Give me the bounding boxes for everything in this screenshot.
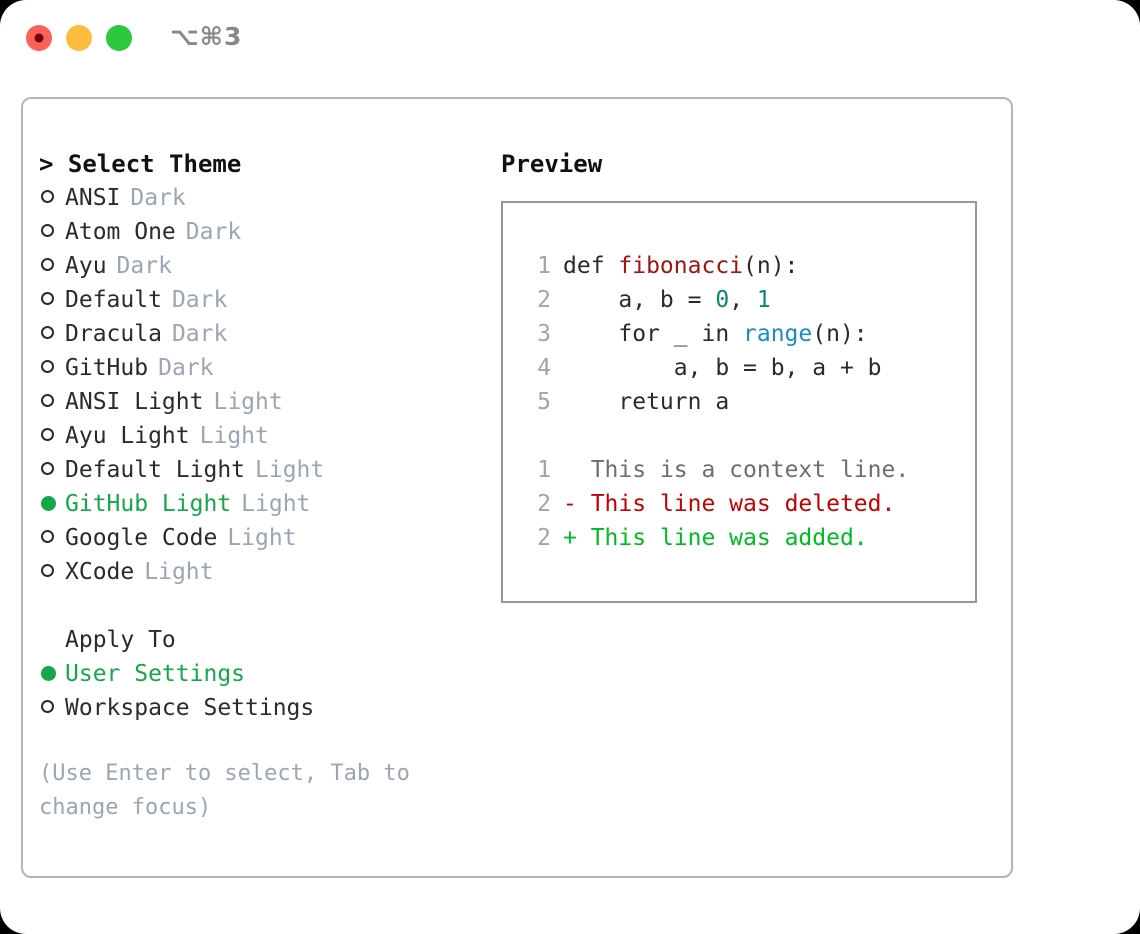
- code-line-content: for _ in range(n):: [563, 317, 868, 351]
- theme-option-label: Ayu Light: [65, 423, 190, 449]
- theme-option-default-light[interactable]: Default Light Light: [39, 453, 479, 487]
- theme-variant-label: Light: [255, 457, 325, 483]
- code-line-number: 1: [537, 253, 551, 279]
- theme-option-ayu[interactable]: Ayu Dark: [39, 249, 479, 283]
- theme-option-xcode[interactable]: XCode Light: [39, 555, 479, 589]
- diff-line-ctx: 1 This is a context line.: [521, 453, 975, 487]
- apply-to-option-workspace-settings[interactable]: Workspace Settings: [39, 691, 479, 725]
- theme-option-google-code[interactable]: Google Code Light: [39, 521, 479, 555]
- code-token: ,: [729, 287, 757, 313]
- theme-option-label: Atom One: [65, 219, 176, 245]
- theme-option-ansi-light[interactable]: ANSI Light Light: [39, 385, 479, 419]
- theme-option-dracula[interactable]: Dracula Dark: [39, 317, 479, 351]
- apply-to-option-user-settings[interactable]: User Settings: [39, 657, 479, 691]
- minimize-button-icon[interactable]: [66, 25, 92, 51]
- apply-to-option-label: User Settings: [65, 661, 246, 687]
- theme-variant-label: Dark: [130, 185, 186, 211]
- code-line-content: a, b = b, a + b: [563, 351, 882, 385]
- theme-option-label: ANSI: [65, 185, 121, 211]
- diff-line-text: This line was added.: [576, 525, 868, 551]
- diff-marker: -: [563, 491, 577, 517]
- code-token: 1: [756, 287, 771, 313]
- diff-sample: 1 This is a context line.2- This line wa…: [521, 453, 975, 555]
- theme-variant-label: Dark: [116, 253, 172, 279]
- theme-variant-label: Light: [213, 389, 283, 415]
- code-line-content: def fibonacci(n):: [563, 249, 798, 283]
- apply-to-header: Apply To: [65, 627, 176, 653]
- theme-option-ayu-light[interactable]: Ayu Light Light: [39, 419, 479, 453]
- theme-option-label: Ayu: [65, 253, 107, 279]
- code-line: 3 for _ in range(n):: [521, 317, 975, 351]
- diff-line-number: 2: [537, 525, 551, 551]
- code-line: 5 return a: [521, 385, 975, 419]
- code-token: (n):: [743, 253, 799, 279]
- theme-option-atom-one[interactable]: Atom One Dark: [39, 215, 479, 249]
- theme-option-github-light[interactable]: GitHub Light Light: [39, 487, 479, 521]
- section-spacer: [39, 589, 479, 623]
- theme-variant-label: Light: [144, 559, 214, 585]
- code-token: a, b = b, a + b: [563, 355, 882, 381]
- code-line-content: a, b = 0, 1: [563, 283, 771, 317]
- code-line-number: 3: [537, 321, 551, 347]
- diff-line-number: 1: [537, 457, 551, 483]
- keyboard-shortcut-label: ⌥⌘3: [170, 22, 243, 51]
- theme-option-label: XCode: [65, 559, 135, 585]
- code-line: 2 a, b = 0, 1: [521, 283, 975, 317]
- diff-marker: +: [563, 525, 577, 551]
- theme-option-label: Dracula: [65, 321, 162, 347]
- theme-option-label: Google Code: [65, 525, 218, 551]
- maximize-button-icon[interactable]: [106, 25, 132, 51]
- theme-variant-label: Light: [241, 491, 311, 517]
- theme-option-label: GitHub: [65, 355, 149, 381]
- select-theme-header: > Select Theme: [39, 150, 242, 178]
- code-token: def: [563, 253, 619, 279]
- code-token: for _ in: [563, 321, 744, 347]
- window-titlebar: ⌥⌘3: [0, 0, 1140, 76]
- diff-line-text: This is a context line.: [576, 457, 910, 483]
- diff-line-text: This line was deleted.: [576, 491, 896, 517]
- theme-option-ansi[interactable]: ANSI Dark: [39, 181, 479, 215]
- theme-option-label: ANSI Light: [65, 389, 204, 415]
- theme-variant-label: Dark: [158, 355, 214, 381]
- code-line-content: return a: [563, 385, 729, 419]
- theme-variant-label: Light: [227, 525, 297, 551]
- close-button-icon[interactable]: [26, 25, 52, 51]
- code-token: a, b =: [563, 287, 716, 313]
- theme-option-label: Default Light: [65, 457, 246, 483]
- theme-option-label: Default: [65, 287, 162, 313]
- code-line: 1 def fibonacci(n):: [521, 249, 975, 283]
- diff-line-del: 2- This line was deleted.: [521, 487, 975, 521]
- apply-to-option-label: Workspace Settings: [65, 695, 315, 721]
- diff-spacer: [521, 419, 975, 453]
- diff-marker: [563, 453, 577, 487]
- diff-line-add: 2 + This line was added.: [521, 521, 975, 555]
- keyboard-hint-text: (Use Enter to select, Tab to change focu…: [39, 761, 410, 820]
- code-line-number: 4: [537, 355, 551, 381]
- diff-line-number: 2: [537, 491, 551, 517]
- theme-option-label: GitHub Light: [65, 491, 232, 517]
- theme-variant-label: Light: [199, 423, 269, 449]
- code-token: (n):: [812, 321, 868, 347]
- code-token: fibonacci: [618, 253, 744, 279]
- traffic-light-buttons: [26, 25, 132, 51]
- theme-option-default[interactable]: Default Dark: [39, 283, 479, 317]
- code-line-number: 5: [537, 389, 551, 415]
- theme-variant-label: Dark: [171, 287, 228, 313]
- code-line-number: 2: [537, 287, 551, 313]
- theme-variant-label: Dark: [171, 321, 228, 347]
- theme-option-github[interactable]: GitHub Dark: [39, 351, 479, 385]
- theme-variant-label: Dark: [185, 219, 242, 245]
- code-token: range: [743, 321, 813, 347]
- code-token: 0: [715, 287, 730, 313]
- code-token: return a: [563, 389, 730, 415]
- preview-header: Preview: [501, 150, 603, 178]
- code-line: 4 a, b = b, a + b: [521, 351, 975, 385]
